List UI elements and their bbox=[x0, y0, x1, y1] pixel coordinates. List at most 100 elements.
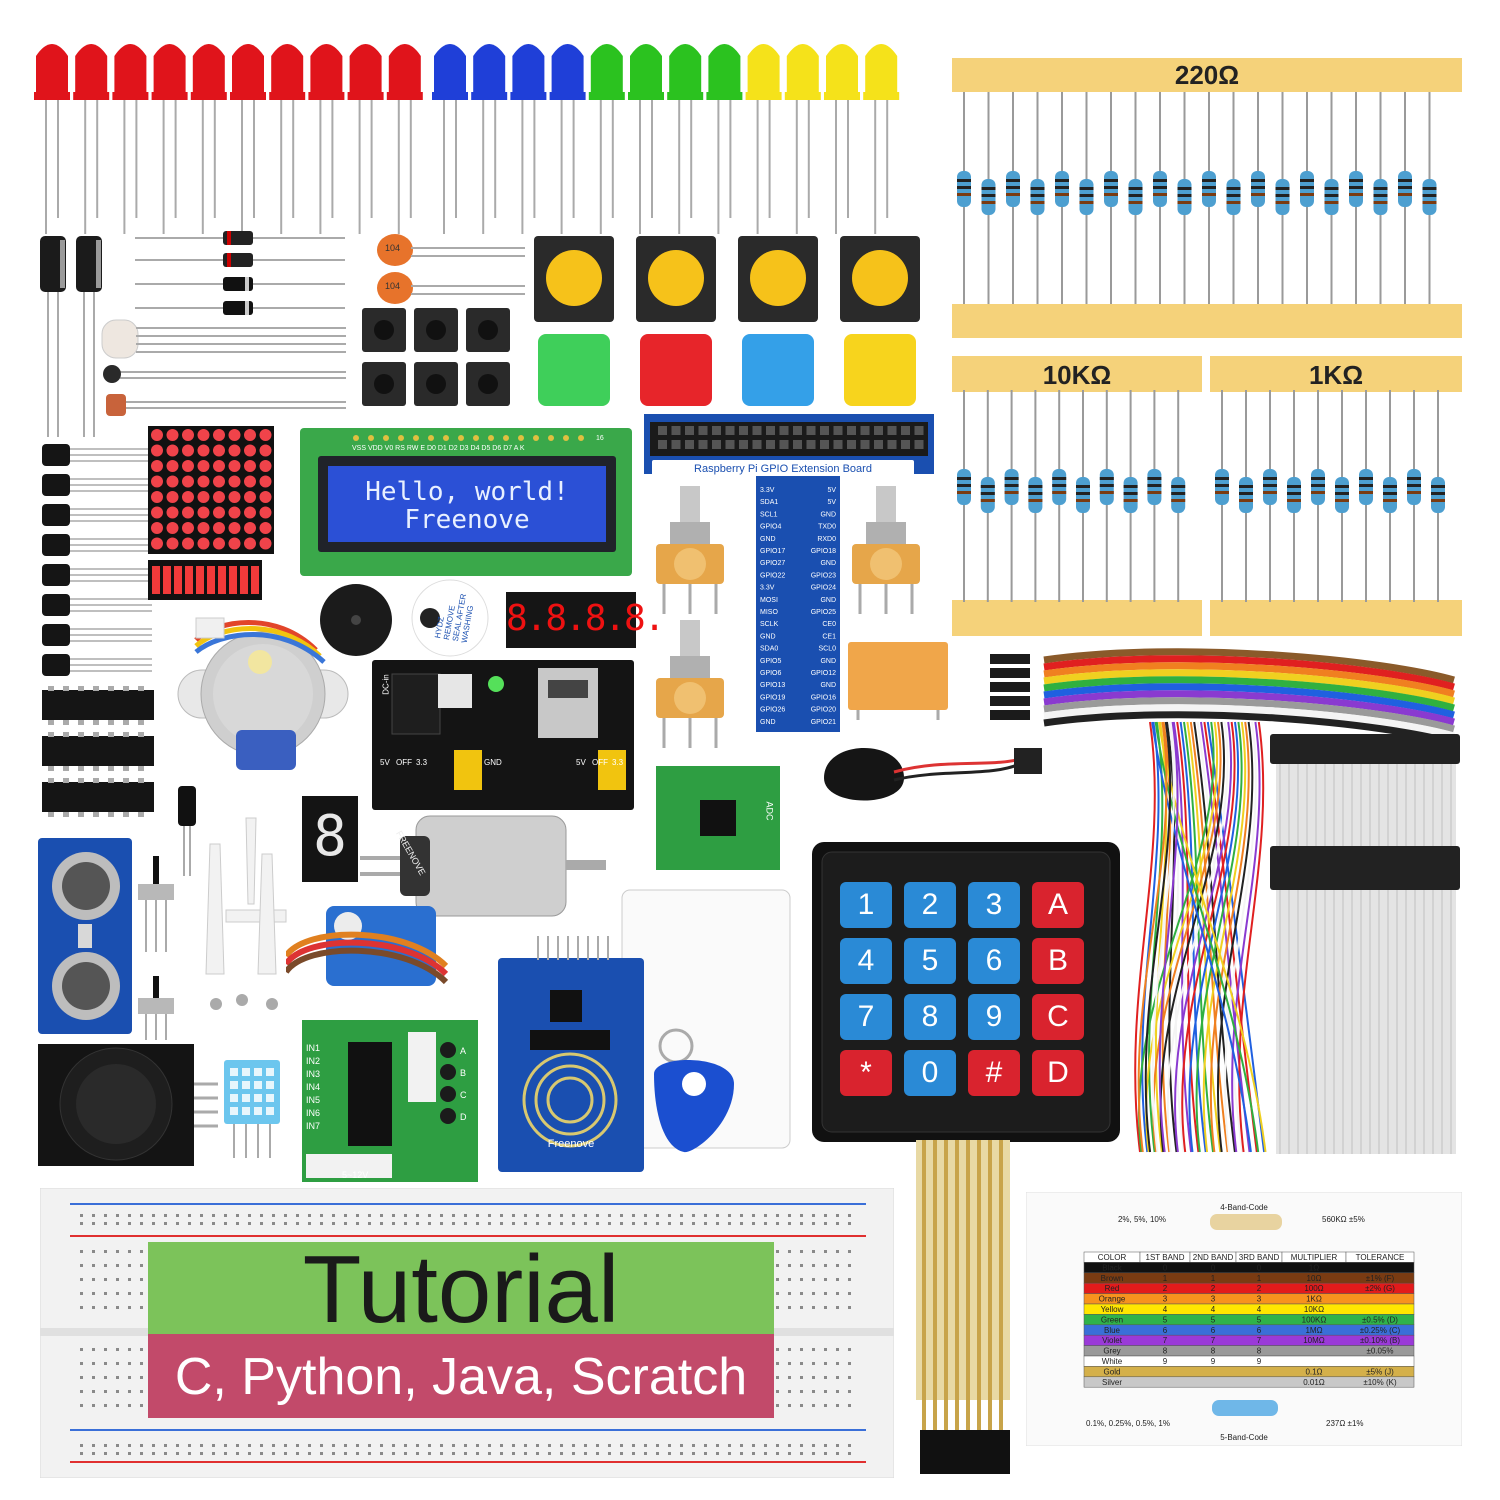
adc-label: ADC bbox=[764, 801, 775, 821]
jumper-wire bbox=[1238, 721, 1265, 1153]
gpio-right-pin-label: GND bbox=[820, 658, 836, 665]
keypad-key[interactable]: C bbox=[1032, 994, 1084, 1040]
matrix-led bbox=[182, 506, 194, 519]
big-push-button bbox=[738, 236, 818, 322]
matrix-led bbox=[151, 429, 163, 441]
battery-clip bbox=[814, 728, 1044, 838]
driver-output-label: D bbox=[460, 1112, 467, 1122]
resistor bbox=[1171, 477, 1186, 513]
matrix-led bbox=[213, 460, 225, 472]
driver-input-label: IN6 bbox=[306, 1108, 321, 1118]
servo-horns bbox=[186, 814, 296, 1024]
resistor bbox=[1147, 469, 1162, 505]
keypad-key[interactable]: 9 bbox=[968, 994, 1020, 1040]
gpio-right-pin-label: GPIO21 bbox=[811, 719, 836, 726]
matrix-led bbox=[228, 506, 241, 519]
lcd-pin-header: VSS VDD V0 RS RW E D0 D1 D2 D3 D4 D5 D6 … bbox=[352, 445, 525, 452]
keypad-key[interactable]: # bbox=[968, 1050, 1020, 1096]
chart-cell: Blue bbox=[1104, 1326, 1121, 1335]
resistor-strip-label: 10KΩ bbox=[1042, 360, 1112, 390]
resistor bbox=[1128, 179, 1143, 215]
resistor bbox=[1359, 469, 1373, 505]
chart-cell: 3 bbox=[1163, 1295, 1168, 1304]
ribbon-wire bbox=[1043, 704, 1455, 740]
matrix-led bbox=[228, 460, 241, 472]
lcd-line-2: Freenove bbox=[404, 505, 529, 535]
ribbon-wire bbox=[1043, 655, 1455, 691]
gpio-left-pin-label: GPIO6 bbox=[760, 670, 782, 677]
matrix-led bbox=[259, 491, 272, 503]
jumper-wire bbox=[1151, 721, 1175, 1153]
ribbon-connector bbox=[990, 696, 1030, 706]
resistor bbox=[1383, 477, 1397, 513]
keypad-key[interactable]: D bbox=[1032, 1050, 1084, 1096]
tutorial-title: Tutorial bbox=[303, 1242, 620, 1343]
keypad-key[interactable]: 7 bbox=[840, 994, 892, 1040]
chart-cell: 8 bbox=[1163, 1347, 1168, 1356]
matrix-led bbox=[213, 506, 225, 519]
matrix-led bbox=[228, 537, 241, 550]
jumper-wire bbox=[1151, 721, 1252, 1153]
matrix-led bbox=[259, 522, 272, 534]
keypad-key[interactable]: 5 bbox=[904, 938, 956, 984]
chart-cell: 4 bbox=[1257, 1305, 1262, 1314]
ribbon-wire bbox=[1043, 669, 1455, 705]
jumper-wire bbox=[1195, 721, 1243, 1153]
matrix-led bbox=[151, 460, 163, 472]
chart-cell: 9 bbox=[1257, 1357, 1262, 1366]
chart-cell: Violet bbox=[1102, 1336, 1123, 1345]
matrix-led bbox=[228, 429, 241, 441]
led bbox=[269, 44, 306, 234]
chart-row bbox=[1083, 1355, 1415, 1367]
jumper-wire bbox=[1134, 721, 1156, 1153]
small-push-button bbox=[466, 308, 510, 352]
big-push-buttons bbox=[530, 234, 920, 414]
four-band-tolerance-note: 2%, 5%, 10% bbox=[1118, 1215, 1166, 1224]
matrix-led bbox=[244, 537, 256, 550]
small-push-button bbox=[414, 362, 458, 406]
keypad-key[interactable]: 4 bbox=[840, 938, 892, 984]
chart-cell: Green bbox=[1101, 1315, 1123, 1324]
ic-chips bbox=[40, 686, 160, 826]
matrix-led bbox=[151, 537, 163, 550]
led bbox=[347, 44, 384, 234]
driver-voltage-label: 5~12V bbox=[342, 1170, 369, 1180]
keypad-key[interactable]: * bbox=[840, 1050, 892, 1096]
keypad-key[interactable]: 6 bbox=[968, 938, 1020, 984]
five-band-tolerance-note: 0.1%, 0.25%, 0.5%, 1% bbox=[1086, 1419, 1170, 1428]
keypad-key[interactable]: 3 bbox=[968, 882, 1020, 928]
resistor bbox=[1239, 477, 1253, 513]
electrolytic-capacitors bbox=[36, 232, 106, 442]
matrix-led bbox=[151, 522, 163, 534]
power-module-5v-right: 5V bbox=[576, 758, 586, 767]
dc-motor: FREENOVE bbox=[360, 812, 610, 922]
jumper-wire bbox=[1181, 721, 1236, 1153]
gpio-right-pin-label: 5V bbox=[827, 499, 836, 506]
ribbon-wire bbox=[1043, 662, 1455, 698]
gpio-right-pin-label: GND bbox=[820, 560, 836, 567]
keypad-ribbon-connector bbox=[916, 1140, 1016, 1480]
resistor bbox=[1287, 477, 1301, 513]
jumper-wire bbox=[1144, 721, 1172, 1153]
led bbox=[190, 44, 227, 234]
transistor bbox=[42, 564, 152, 586]
gpio-right-pin-label: SCL0 bbox=[818, 646, 836, 653]
chart-header: 2ND BAND bbox=[1193, 1253, 1234, 1262]
keypad-key[interactable]: 1 bbox=[840, 882, 892, 928]
ribbon-connector bbox=[990, 654, 1030, 664]
chart-cell: 1 bbox=[1163, 1274, 1168, 1283]
matrix-led bbox=[213, 444, 225, 457]
keypad-key[interactable]: 0 bbox=[904, 1050, 956, 1096]
driver-input-label: IN4 bbox=[306, 1082, 321, 1092]
five-band-code-label: 5-Band-Code bbox=[1220, 1433, 1268, 1442]
resistor bbox=[1028, 477, 1043, 513]
matrix-led bbox=[166, 491, 179, 503]
resistor bbox=[1335, 477, 1349, 513]
keypad-key[interactable]: 8 bbox=[904, 994, 956, 1040]
keypad-key[interactable]: A bbox=[1032, 882, 1084, 928]
keypad-key[interactable]: 2 bbox=[904, 882, 956, 928]
keypad-key[interactable]: B bbox=[1032, 938, 1084, 984]
single-digit-value: 8 bbox=[313, 804, 347, 869]
rfid-key-fob bbox=[644, 1024, 744, 1154]
